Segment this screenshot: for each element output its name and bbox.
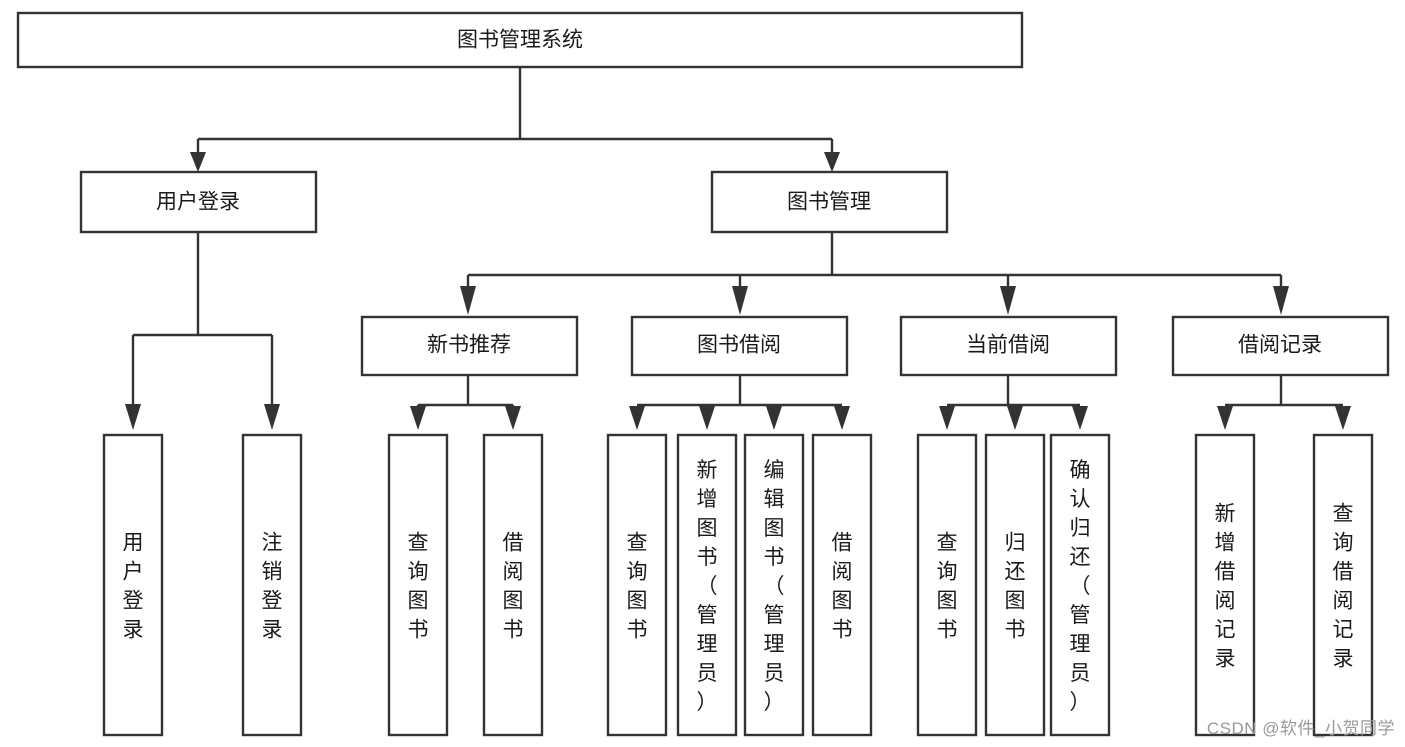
node-borrow-record-label: 借阅记录 xyxy=(1238,334,1322,357)
node-leaf-query-book-1-box[interactable] xyxy=(387,433,449,737)
node-leaf-query-book-1[interactable] xyxy=(387,433,449,737)
node-leaf-confirm-return[interactable] xyxy=(1049,433,1111,737)
arrow-leaf-edit-book xyxy=(766,406,782,430)
node-user-login-box[interactable] xyxy=(79,170,318,234)
node-leaf-edit-book-box[interactable] xyxy=(743,433,805,737)
node-borrow-record[interactable]: 借阅记录 xyxy=(1171,315,1390,377)
node-leaf-borrow-book-1-label: 借阅图书 xyxy=(503,532,524,642)
node-root[interactable]: 图书管理系统 xyxy=(16,11,1024,69)
connector-group-current-borrow xyxy=(939,375,1088,430)
node-leaf-return-book-label: 归还图书 xyxy=(1005,532,1026,642)
node-book-borrow-label: 图书借阅 xyxy=(697,334,781,357)
arrow-borrow-record xyxy=(1273,286,1289,315)
node-leaf-query-book-3-label: 查询图书 xyxy=(937,532,958,642)
node-leaf-borrow-book-2-box[interactable] xyxy=(811,433,873,737)
node-book-borrow[interactable]: 图书借阅 xyxy=(630,315,849,377)
node-leaf-add-book-label: 新增图书（管理员） xyxy=(697,459,718,714)
node-leaf-edit-book-label: 编辑图书（管理员） xyxy=(764,459,785,714)
arrow-leaf-logout-login xyxy=(264,404,280,430)
node-leaf-add-book-box[interactable] xyxy=(676,433,738,737)
arrow-leaf-user-login xyxy=(125,404,141,430)
arrow-user-login xyxy=(190,152,206,172)
connector-group-book-manage xyxy=(460,232,1289,315)
node-leaf-add-book[interactable] xyxy=(676,433,738,737)
arrow-book-manage xyxy=(824,152,840,172)
node-leaf-return-book[interactable] xyxy=(984,433,1046,737)
node-leaf-confirm-return-label: 确认归还（管理员） xyxy=(1070,459,1091,714)
node-leaf-logout-login-box[interactable] xyxy=(241,433,303,737)
arrow-leaf-borrow-book-1 xyxy=(505,406,521,430)
node-leaf-query-borrow-record-box[interactable] xyxy=(1312,433,1374,737)
node-leaf-user-login-box[interactable] xyxy=(102,433,164,737)
node-leaf-return-book-box[interactable] xyxy=(984,433,1046,737)
node-leaf-query-borrow-record-label: 查询借阅记录 xyxy=(1333,503,1354,671)
node-leaf-query-book-3[interactable] xyxy=(916,433,978,737)
node-current-borrow-label: 当前借阅 xyxy=(966,334,1050,357)
node-leaf-query-book-2-box[interactable] xyxy=(606,433,668,737)
node-leaf-borrow-book-2[interactable] xyxy=(811,433,873,737)
node-borrow-record-box[interactable] xyxy=(1171,315,1390,377)
node-root-box[interactable] xyxy=(16,11,1024,69)
node-leaf-query-book-2-label: 查询图书 xyxy=(627,532,648,642)
node-leaf-add-borrow-record-label: 新增借阅记录 xyxy=(1215,503,1236,671)
node-root-label: 图书管理系统 xyxy=(457,29,583,52)
arrow-leaf-query-borrow-record xyxy=(1335,406,1351,430)
node-new-book-recommend-box[interactable] xyxy=(360,315,579,377)
arrow-leaf-query-book-3 xyxy=(939,406,955,430)
node-new-book-recommend[interactable]: 新书推荐 xyxy=(360,315,579,377)
arrow-new-book-recommend xyxy=(460,286,476,315)
arrow-leaf-query-book-2 xyxy=(629,406,645,430)
arrow-leaf-borrow-book-2 xyxy=(834,406,850,430)
node-leaf-user-login[interactable] xyxy=(102,433,164,737)
connector-group-book-borrow xyxy=(629,375,850,430)
node-leaf-borrow-book-1-box[interactable] xyxy=(482,433,544,737)
node-book-manage-box[interactable] xyxy=(710,170,949,234)
node-leaf-query-borrow-record[interactable] xyxy=(1312,433,1374,737)
arrow-leaf-confirm-return xyxy=(1072,406,1088,430)
node-leaf-query-book-2[interactable] xyxy=(606,433,668,737)
node-leaf-borrow-book-1[interactable] xyxy=(482,433,544,737)
arrow-book-borrow xyxy=(732,286,748,315)
node-leaf-logout-login-label: 注销登录 xyxy=(262,532,283,642)
connector-group-borrow-record xyxy=(1217,375,1351,430)
node-book-manage[interactable]: 图书管理 xyxy=(710,170,949,234)
leaf-label-group: 用户登录 注销登录 查询图书 借阅图书 查询图书 新增图书（管理员） 编辑图书（管理员） 借阅… xyxy=(123,459,1354,714)
arrow-leaf-add-borrow-record xyxy=(1217,406,1233,430)
node-leaf-confirm-return-box[interactable] xyxy=(1049,433,1111,737)
connector-group-new-book-recommend xyxy=(410,375,521,430)
node-leaf-borrow-book-2-label: 借阅图书 xyxy=(832,532,853,642)
node-current-borrow[interactable]: 当前借阅 xyxy=(899,315,1118,377)
arrow-leaf-query-book-1 xyxy=(410,406,426,430)
connector-group-root xyxy=(190,67,840,172)
node-book-borrow-box[interactable] xyxy=(630,315,849,377)
node-leaf-query-book-3-box[interactable] xyxy=(916,433,978,737)
node-leaf-query-book-1-label: 查询图书 xyxy=(408,532,429,642)
node-leaf-user-login-label: 用户登录 xyxy=(123,532,144,642)
connector-group-user-login xyxy=(125,232,280,430)
node-user-login-label: 用户登录 xyxy=(156,191,240,214)
watermark-text: CSDN @软件_小贺同学 xyxy=(1206,719,1395,738)
node-leaf-logout-login[interactable] xyxy=(241,433,303,737)
arrow-current-borrow xyxy=(1000,286,1016,315)
node-leaf-add-borrow-record[interactable] xyxy=(1194,433,1256,737)
node-new-book-recommend-label: 新书推荐 xyxy=(427,334,511,357)
arrow-leaf-add-book xyxy=(699,406,715,430)
node-user-login[interactable]: 用户登录 xyxy=(79,170,318,234)
node-leaf-edit-book[interactable] xyxy=(743,433,805,737)
arrow-leaf-return-book xyxy=(1007,406,1023,430)
node-book-manage-label: 图书管理 xyxy=(787,191,871,214)
node-current-borrow-box[interactable] xyxy=(899,315,1118,377)
node-leaf-add-borrow-record-box[interactable] xyxy=(1194,433,1256,737)
